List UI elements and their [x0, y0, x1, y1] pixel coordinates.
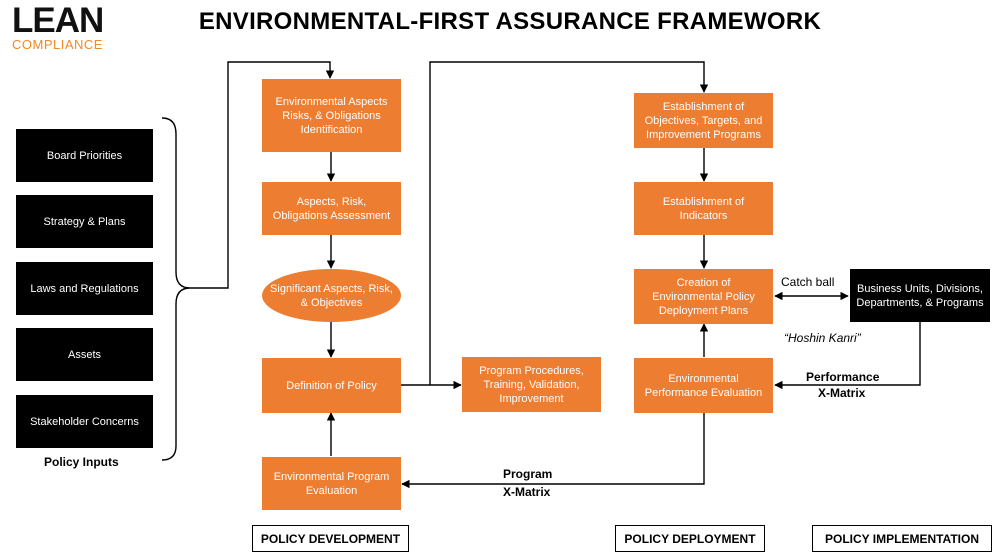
policy-inputs-brace [161, 117, 191, 461]
performance-evaluation-box: Environmental Performance Evaluation [634, 358, 773, 413]
indicators-box: Establishment of Indicators [634, 182, 773, 235]
program-xmatrix-label-line2: X-Matrix [503, 485, 551, 499]
phase-policy-deployment: POLICY DEPLOYMENT [615, 525, 765, 552]
arrow-policy-to-objectives [429, 61, 709, 385]
objectives-targets-box: Establishment of Objectives, Targets, an… [634, 93, 773, 148]
aspects-identification-box: Environmental Aspects Risks, & Obligatio… [262, 79, 401, 152]
program-xmatrix-label-line1: Program [503, 467, 553, 481]
hoshin-kanri-label: “Hoshin Kanri” [784, 331, 861, 345]
logo-secondary-text: COMPLIANCE [12, 37, 103, 52]
page-title: ENVIRONMENTAL-FIRST ASSURANCE FRAMEWORK [198, 8, 822, 35]
performance-xmatrix-label-line1: Performance [806, 370, 880, 384]
input-strategy-plans: Strategy & Plans [16, 195, 153, 248]
deployment-plans-box: Creation of Environmental Policy Deploym… [634, 269, 773, 324]
definition-of-policy-box: Definition of Policy [262, 358, 401, 413]
input-assets: Assets [16, 328, 153, 381]
performance-xmatrix-label-line2: X-Matrix [818, 386, 866, 400]
input-laws-regulations: Laws and Regulations [16, 262, 153, 315]
input-stakeholder-concerns: Stakeholder Concerns [16, 395, 153, 448]
input-board-priorities: Board Priorities [16, 129, 153, 182]
program-evaluation-box: Environmental Program Evaluation [262, 457, 401, 510]
policy-inputs-label: Policy Inputs [44, 455, 119, 469]
aspects-assessment-box: Aspects, Risk, Obligations Assessment [262, 182, 401, 235]
arrow-units-to-performance [774, 322, 921, 390]
phase-policy-implementation: POLICY IMPLEMENTATION [812, 525, 992, 552]
lean-compliance-logo: LEAN COMPLIANCE [12, 1, 112, 52]
program-procedures-box: Program Procedures, Training, Validation… [462, 357, 601, 412]
business-units-box: Business Units, Divisions, Departments, … [850, 269, 990, 322]
phase-policy-development: POLICY DEVELOPMENT [252, 525, 409, 552]
arrow-performance-to-program-evaluation [401, 413, 705, 489]
arrow-inputs-to-aspects [190, 61, 335, 289]
significant-aspects-oval: Significant Aspects, Risk, & Objectives [262, 269, 401, 322]
catch-ball-label: Catch ball [781, 275, 835, 289]
logo-primary-text: LEAN [12, 1, 104, 40]
